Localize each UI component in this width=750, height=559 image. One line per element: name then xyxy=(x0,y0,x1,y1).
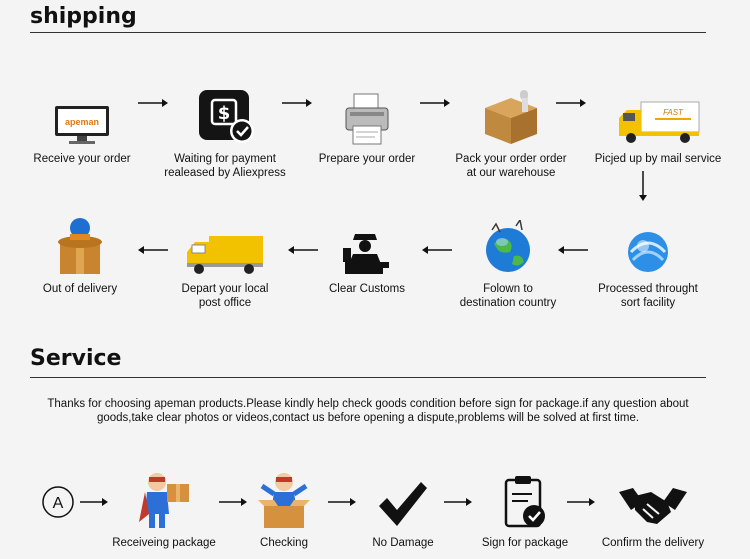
step-picked-up: FAST Picjed up by mail service xyxy=(583,80,733,166)
service-title: Service xyxy=(30,346,122,371)
arrow-left-icon xyxy=(288,245,318,255)
step-pack-order: Pack your order order at our warehouse xyxy=(441,80,581,180)
step-label: Pack your order order at our warehouse xyxy=(455,153,567,179)
step-label: No Damage xyxy=(372,537,434,549)
step-clear-customs: Clear Customs xyxy=(297,210,437,296)
clipboard-check-icon xyxy=(465,468,585,530)
svg-text:$: $ xyxy=(218,103,231,124)
arrow-right-icon xyxy=(567,497,595,507)
step-waiting-payment: $ Waiting for payment realeased by Aliex… xyxy=(155,80,295,180)
arrow-right-icon xyxy=(420,98,450,108)
swirl-globe-icon xyxy=(578,210,718,276)
apeman-logo-text: apeman xyxy=(65,117,99,127)
parcel-icon xyxy=(10,210,150,276)
box-icon xyxy=(441,80,581,146)
arrow-right-icon xyxy=(219,497,247,507)
arrow-left-icon xyxy=(138,245,168,255)
step-follow-destination: Folown to destination country xyxy=(438,210,578,310)
step-confirm-delivery: Confirm the delivery xyxy=(588,468,718,550)
globe-icon xyxy=(438,210,578,276)
yellow-van-icon xyxy=(155,210,295,276)
step-label: Prepare your order xyxy=(318,153,416,165)
arrow-right-icon xyxy=(444,497,472,507)
truck-icon: FAST xyxy=(583,80,733,146)
start-circle-icon: A xyxy=(41,485,75,519)
handshake-icon xyxy=(588,468,718,530)
step-label: Picjed up by mail service xyxy=(594,153,722,165)
start-glyph: A xyxy=(53,495,64,512)
arrow-right-icon xyxy=(282,98,312,108)
step-label: Depart your local post office xyxy=(181,283,269,309)
step-label: Receiveing package xyxy=(112,537,216,549)
checkmark-icon xyxy=(343,468,463,530)
shipping-title: shipping xyxy=(30,4,137,29)
step-label: Processed throught sort facility xyxy=(598,283,698,309)
shipping-divider xyxy=(30,32,706,33)
superhero-open-box-icon xyxy=(224,468,344,530)
step-label: Folown to destination country xyxy=(459,283,557,309)
step-label: Out of delivery xyxy=(42,283,118,295)
service-divider xyxy=(30,377,706,378)
superhero-box-icon xyxy=(104,468,224,530)
arrow-right-icon xyxy=(80,497,108,507)
arrow-right-icon xyxy=(138,98,168,108)
step-label: Confirm the delivery xyxy=(601,537,705,549)
printer-icon xyxy=(297,80,437,146)
service-text-line1: Thanks for choosing apeman products.Plea… xyxy=(47,398,689,410)
arrow-left-icon xyxy=(558,245,588,255)
arrow-right-icon xyxy=(556,98,586,108)
step-depart-post-office: Depart your local post office xyxy=(155,210,295,310)
step-label: Receive your order xyxy=(33,153,131,165)
step-receive-order: apeman Receive your order xyxy=(12,80,152,166)
step-label: Clear Customs xyxy=(328,283,406,295)
arrow-right-icon xyxy=(328,497,356,507)
step-out-of-delivery: Out of delivery xyxy=(10,210,150,296)
step-label: Checking xyxy=(260,537,308,549)
step-label: Sign for package xyxy=(481,537,569,549)
step-processed-sort: Processed throught sort facility xyxy=(578,210,718,310)
step-receiving-package: Receiveing package xyxy=(104,468,224,550)
step-prepare-order: Prepare your order xyxy=(297,80,437,166)
step-no-damage: No Damage xyxy=(343,468,463,550)
arrow-down-icon xyxy=(638,171,648,201)
dollar-check-icon: $ xyxy=(155,80,295,146)
truck-fast-text: FAST xyxy=(663,108,684,117)
step-sign-package: Sign for package xyxy=(465,468,585,550)
step-checking: Checking xyxy=(224,468,344,550)
customs-officer-icon xyxy=(297,210,437,276)
step-label: Waiting for payment realeased by Aliexpr… xyxy=(164,153,286,179)
arrow-left-icon xyxy=(422,245,452,255)
service-text-line2: goods,take clear photos or videos,contac… xyxy=(96,412,640,424)
monitor-icon: apeman xyxy=(12,80,152,146)
